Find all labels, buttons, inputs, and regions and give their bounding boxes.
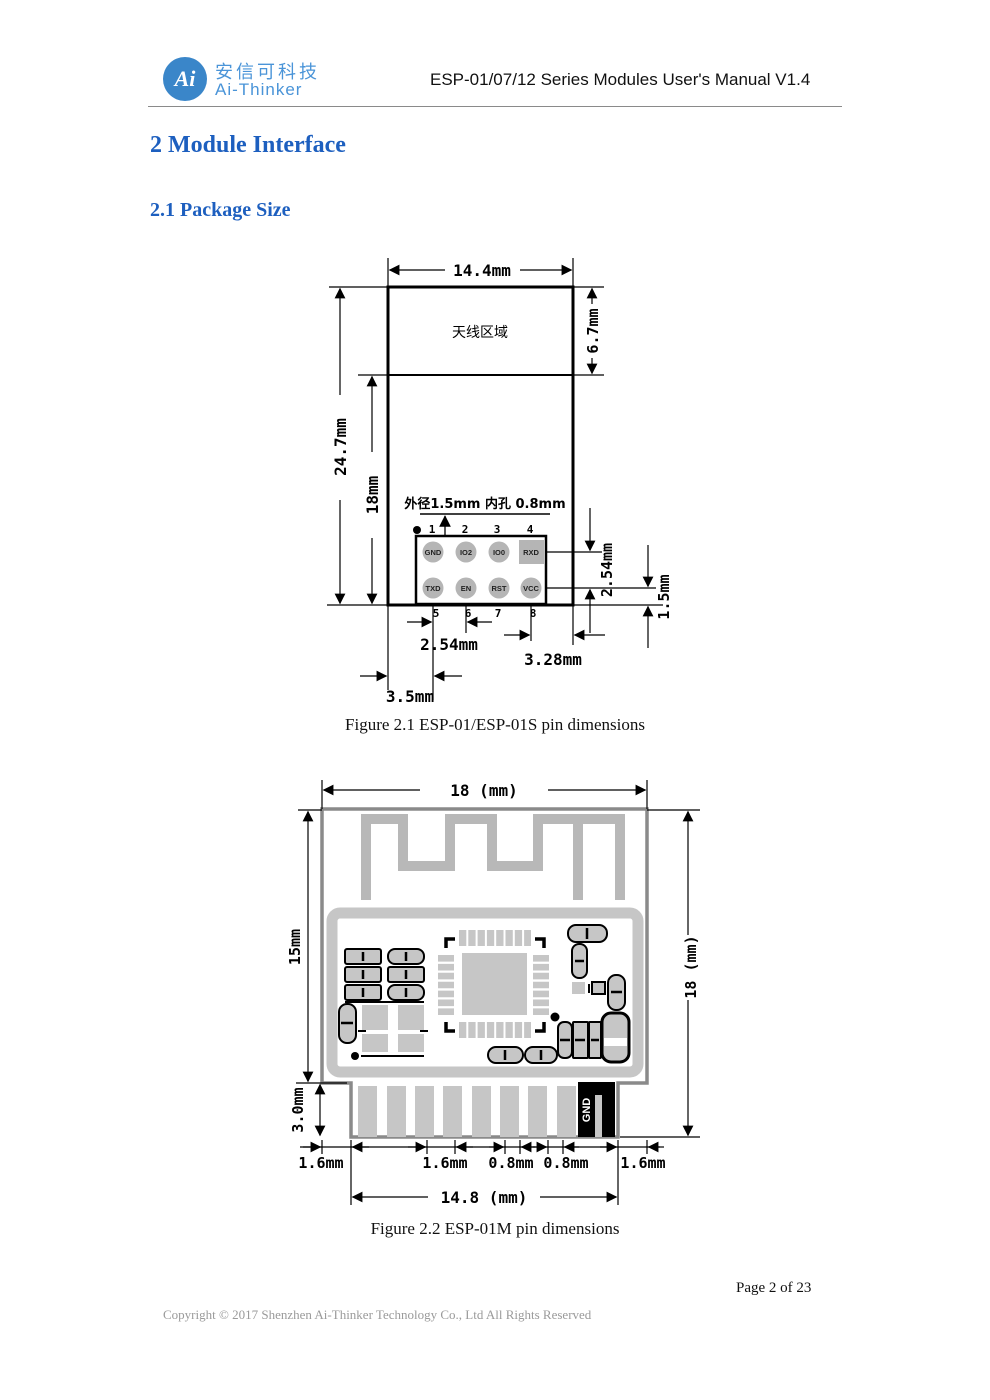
pin-label: VCC xyxy=(523,584,539,593)
dim-label-bottom-4: 1.6mm xyxy=(620,1154,665,1172)
pin-label: RXD xyxy=(523,548,539,557)
dim-label-top-width: 18 (mm) xyxy=(450,781,517,800)
dim-label-pin-right-margin: 3.28mm xyxy=(524,650,582,669)
copyright-notice: Copyright © 2017 Shenzhen Ai-Thinker Tec… xyxy=(163,1307,592,1322)
dim-label-pad-span: 14.8 (mm) xyxy=(441,1188,528,1207)
hole-note-label: 外径1.5mm 内孔 0.8mm xyxy=(403,496,565,512)
dim-label-bottom-2: 0.8mm xyxy=(488,1154,533,1172)
pin-label: TXD xyxy=(426,584,442,593)
logo-company-cn: 安信可科技 xyxy=(215,62,320,83)
page-number: Page 2 of 23 xyxy=(736,1280,812,1296)
dim-label-bottom-0: 1.6mm xyxy=(298,1154,343,1172)
figure2-caption: Figure 2.2 ESP-01M pin dimensions xyxy=(370,1219,620,1238)
gnd-pad-label: GND xyxy=(581,1098,593,1123)
pin-label: RST xyxy=(492,584,507,593)
section-heading: 2 Module Interface xyxy=(150,132,346,158)
figure-esp01-pin-dimensions: 14.4mm 24.7mm 18mm 6.7mm 天线区域 外径1.5mm 内孔… xyxy=(327,258,673,706)
dim-label-overall-height: 24.7mm xyxy=(331,418,350,476)
pin-number: 2 xyxy=(462,523,469,536)
pin-label: IO0 xyxy=(493,548,505,557)
pin-number: 8 xyxy=(530,607,537,620)
dim-label-overall-width: 14.4mm xyxy=(453,261,511,280)
qfn-chip-footprint xyxy=(438,930,549,1038)
ai-thinker-logo-icon: Ai xyxy=(163,57,207,101)
pcb-antenna-trace xyxy=(361,814,625,900)
dim-label-body-height-2: 15mm xyxy=(286,929,304,965)
pin-header-block: GND IO2 IO0 RXD TXD EN RST VCC 1 2 3 4 5… xyxy=(413,523,548,620)
pin-number: 7 xyxy=(495,607,502,620)
logo-company-en: Ai-Thinker xyxy=(215,80,303,99)
pin-number: 5 xyxy=(433,607,440,620)
dim-label-bottom-1: 1.6mm xyxy=(422,1154,467,1172)
smd-components xyxy=(338,924,631,1064)
document-title: ESP-01/07/12 Series Modules User's Manua… xyxy=(430,70,811,89)
dim-label-pin-region-height: 3.0mm xyxy=(289,1087,307,1132)
pin-label: IO2 xyxy=(460,548,472,557)
pin1-marker-dot xyxy=(413,526,421,534)
dim-label-antenna-height: 6.7mm xyxy=(584,308,602,353)
pin-number: 4 xyxy=(527,523,534,536)
figure1-caption: Figure 2.1 ESP-01/ESP-01S pin dimensions xyxy=(345,715,645,734)
pin-label: EN xyxy=(461,584,471,593)
dim-label-body-height: 18mm xyxy=(363,475,382,514)
figure-esp01m-pin-dimensions: GND 18 (mm) 15mm 3.0mm xyxy=(286,780,700,1207)
gnd-pad: GND xyxy=(578,1082,615,1137)
dim-label-bottom-3: 0.8mm xyxy=(543,1154,588,1172)
dim-label-pin-row-pitch: 2.54mm xyxy=(598,543,616,597)
pin-number: 1 xyxy=(429,523,436,536)
dim-label-pin-left-margin: 3.5mm xyxy=(386,687,435,706)
pin-number: 6 xyxy=(465,607,472,620)
dim-label-right-height: 18 (mm) xyxy=(682,935,700,998)
dim-label-pin-col-pitch: 2.54mm xyxy=(420,635,478,654)
dim-label-pin-bottom-offset: 1.5mm xyxy=(655,574,673,619)
pin-number: 3 xyxy=(494,523,501,536)
subsection-heading: 2.1 Package Size xyxy=(150,199,291,221)
antenna-area-label: 天线区域 xyxy=(452,325,508,341)
pin-label: GND xyxy=(425,548,442,557)
header-divider xyxy=(148,106,842,107)
